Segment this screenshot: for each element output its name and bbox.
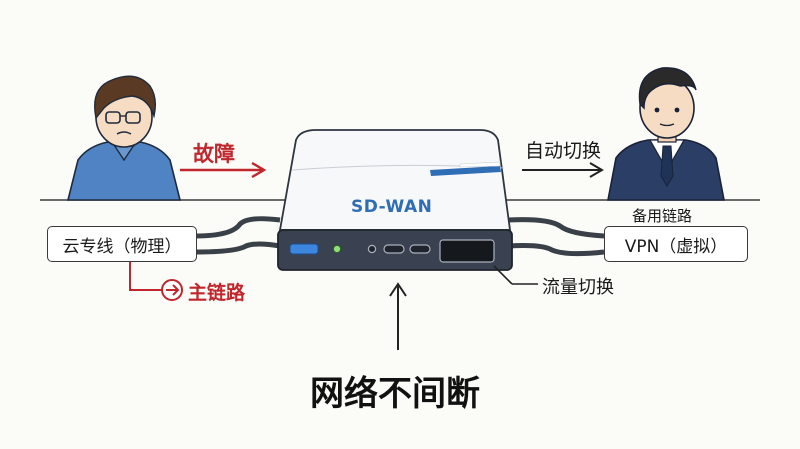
caption: 网络不间断 [310,374,480,414]
fault-arrow [180,161,267,179]
device-label: SD-WAN [351,197,433,217]
auto-switch-arrow [522,162,604,178]
right-person-figure [607,67,725,201]
primary-line-box: 云专线（物理） [47,226,197,262]
main-link-connector [129,262,183,301]
backup-link-label: 备用链路 [632,207,693,225]
primary-cable [194,216,281,239]
auto-switch-label: 自动切换 [525,140,602,162]
main-link-label: 主链路 [188,282,246,304]
left-person-figure [66,75,182,201]
sdwan-device [277,129,513,271]
vpn-cable [507,217,605,239]
traffic-switch-label: 流量切换 [542,277,614,298]
primary-cable-2 [194,241,281,255]
fault-label: 故障 [193,142,235,166]
up-arrow [389,282,407,350]
vpn-line-box: VPN（虚拟） [604,226,748,262]
vpn-cable-2 [507,243,605,257]
traffic-switch-pointer [493,265,513,285]
